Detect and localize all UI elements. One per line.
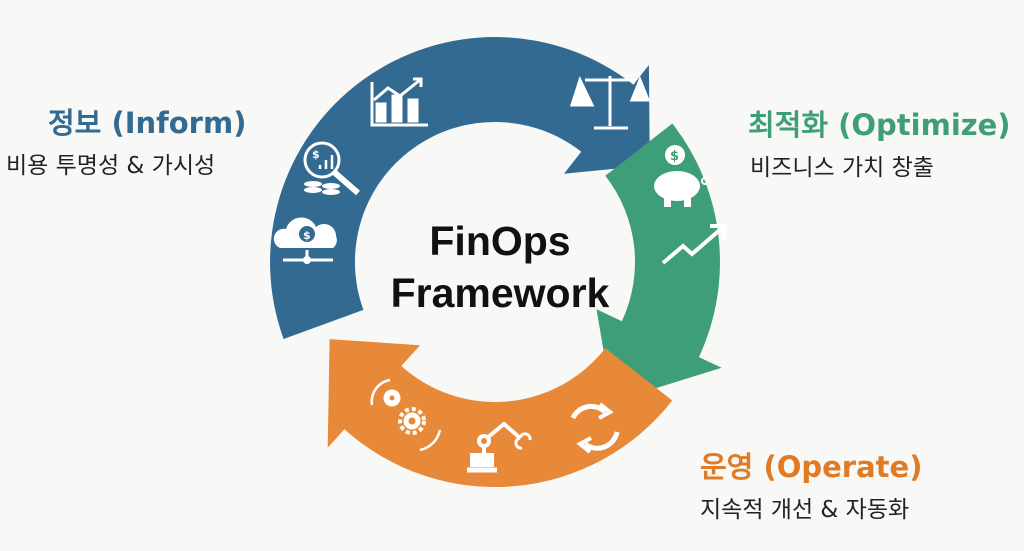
inform-arrow — [270, 37, 650, 340]
inform-title: 정보 (Inform) — [48, 106, 247, 140]
optimize-title: 최적화 (Optimize) — [748, 108, 1011, 142]
trend-up-icon — [661, 224, 726, 265]
chart-growth-icon — [370, 77, 428, 127]
robot-arm-icon — [467, 421, 532, 473]
piggy-bank-icon: $ — [654, 145, 709, 207]
cloud-dollar-network-icon: $ — [273, 217, 337, 264]
optimize-subtitle: 비즈니스 가치 창출 — [750, 155, 934, 181]
center-title: FinOps Framework — [360, 215, 640, 319]
inform-subtitle: 비용 투명성 & 가시성 — [6, 153, 216, 179]
svg-text:$: $ — [303, 229, 311, 242]
refresh-cycle-icon — [570, 402, 620, 454]
balance-scale-icon — [569, 75, 651, 130]
center-title-line2: Framework — [390, 270, 610, 316]
gears-cycle-icon — [370, 378, 442, 452]
svg-text:$: $ — [312, 148, 320, 161]
operate-title: 운영 (Operate) — [700, 450, 923, 484]
operate-arrow — [327, 339, 673, 488]
center-title-line1: FinOps — [429, 218, 571, 264]
dollar-search-coins-icon: $ — [303, 141, 360, 196]
operate-subtitle: 지속적 개선 & 자동화 — [700, 497, 910, 523]
svg-text:$: $ — [670, 149, 679, 164]
